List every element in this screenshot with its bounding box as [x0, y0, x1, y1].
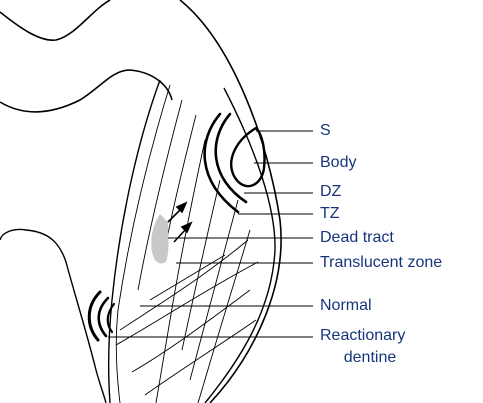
- label-dentine: dentine: [330, 350, 410, 366]
- lesion-body-outline: [231, 128, 264, 186]
- dentinal-tubules: [116, 85, 258, 403]
- enamel-outer-outline-right: [180, 0, 281, 403]
- label-dz: DZ: [320, 184, 341, 200]
- dead-tract-region: [151, 214, 168, 264]
- enamel-outer-outline: [0, 0, 110, 40]
- label-dead-tract: Dead tract: [320, 230, 394, 246]
- label-reactionary: Reactionary: [320, 328, 405, 344]
- amelodentinal-junction: [0, 70, 172, 112]
- arrow-icon-upper: [168, 203, 186, 222]
- label-s: S: [320, 123, 331, 139]
- label-translucent-zone: Translucent zone: [320, 255, 442, 271]
- leader-lines: [108, 131, 313, 337]
- label-body: Body: [320, 155, 356, 171]
- label-tz: TZ: [320, 206, 340, 222]
- amelodentinal-junction-right: [205, 88, 275, 403]
- label-normal: Normal: [320, 298, 372, 314]
- arrow-icon-lower: [174, 223, 191, 242]
